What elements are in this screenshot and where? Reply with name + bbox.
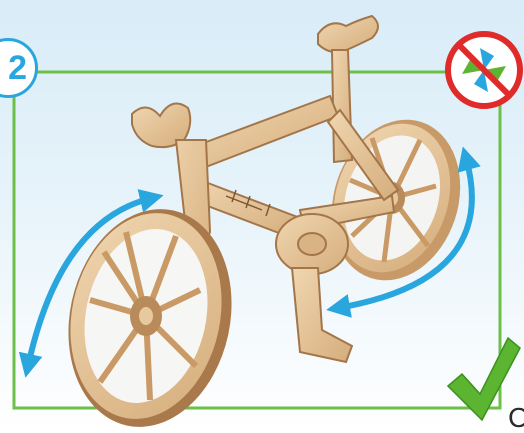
no-pinwheel-icon [448, 34, 520, 106]
saddle [318, 16, 378, 52]
corner-label: C [508, 404, 524, 432]
front-wheel [49, 194, 251, 433]
step-number: 2 [8, 51, 27, 85]
kickstand [292, 268, 352, 362]
